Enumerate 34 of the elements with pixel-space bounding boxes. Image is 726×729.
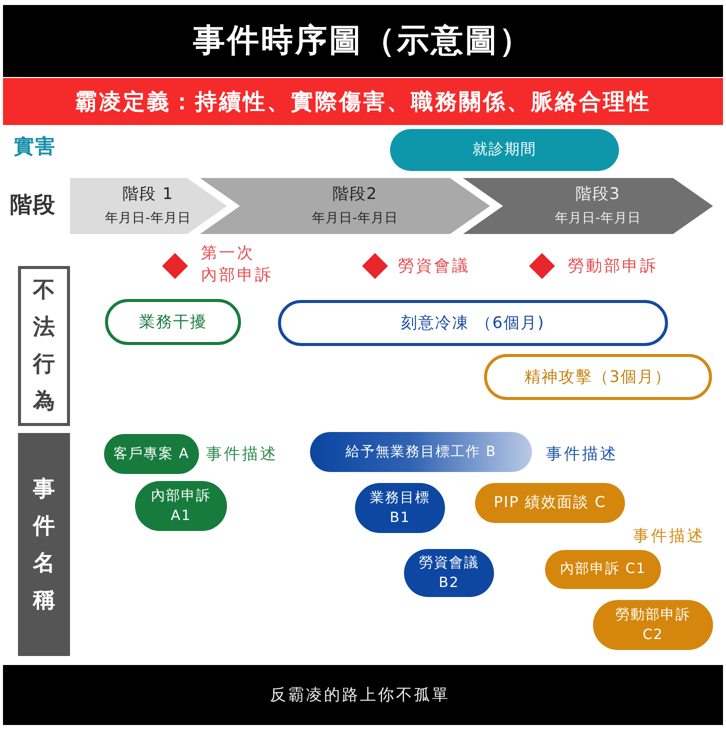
- period-pill: 就診期間: [390, 129, 619, 171]
- diamond-icon: [362, 253, 388, 279]
- milestone-label: 勞資會議: [398, 255, 470, 277]
- event-pill: 業務目標 B1: [355, 483, 445, 533]
- event-note: 事件描述: [633, 525, 705, 547]
- event-note: 事件描述: [206, 443, 278, 465]
- date-range: 年月日-年月日: [104, 210, 192, 227]
- event-pill: PIP 績效面談 C: [475, 483, 625, 523]
- row-header: 事件名稱: [18, 433, 70, 656]
- diamond-icon: [162, 253, 188, 279]
- stage-name: 階段2: [332, 184, 378, 205]
- date-range: 年月日-年月日: [554, 210, 642, 227]
- event-pill: 內部申訴 A1: [135, 481, 227, 531]
- event-note: 事件描述: [546, 443, 618, 465]
- stage-name: 階段3: [575, 184, 621, 205]
- event-pill: 勞動部申訴 C2: [593, 600, 713, 650]
- event-pill: 客戶專案 A: [104, 434, 199, 474]
- page-title: 事件時序圖（示意圖）: [3, 5, 723, 77]
- milestone-label: 勞動部申訴: [568, 255, 658, 277]
- period-pill: 刻意冷凍 （6個月): [278, 300, 668, 346]
- stage-name: 階段 1: [122, 184, 174, 205]
- row-label: 實害: [14, 133, 56, 160]
- date-range: 年月日-年月日: [312, 210, 398, 227]
- definition-banner: 霸凌定義：持續性、實際傷害、職務關係、脈絡合理性: [3, 78, 723, 125]
- period-pill: 精神攻擊（3個月）: [484, 354, 712, 400]
- milestone-label: 第一次內部申訴: [201, 242, 273, 286]
- event-pill: 給予無業務目標工作 B: [310, 432, 532, 472]
- caption-text: 反霸凌的路上你不孤單: [270, 685, 450, 706]
- diamond-icon: [529, 253, 555, 279]
- row-header: 不法行為: [18, 266, 70, 426]
- period-pill: 業務干擾: [105, 299, 241, 345]
- row-label: 階段: [10, 192, 56, 220]
- event-pill: 內部申訴 C1: [545, 550, 661, 589]
- event-pill: 勞資會議 B2: [404, 549, 494, 597]
